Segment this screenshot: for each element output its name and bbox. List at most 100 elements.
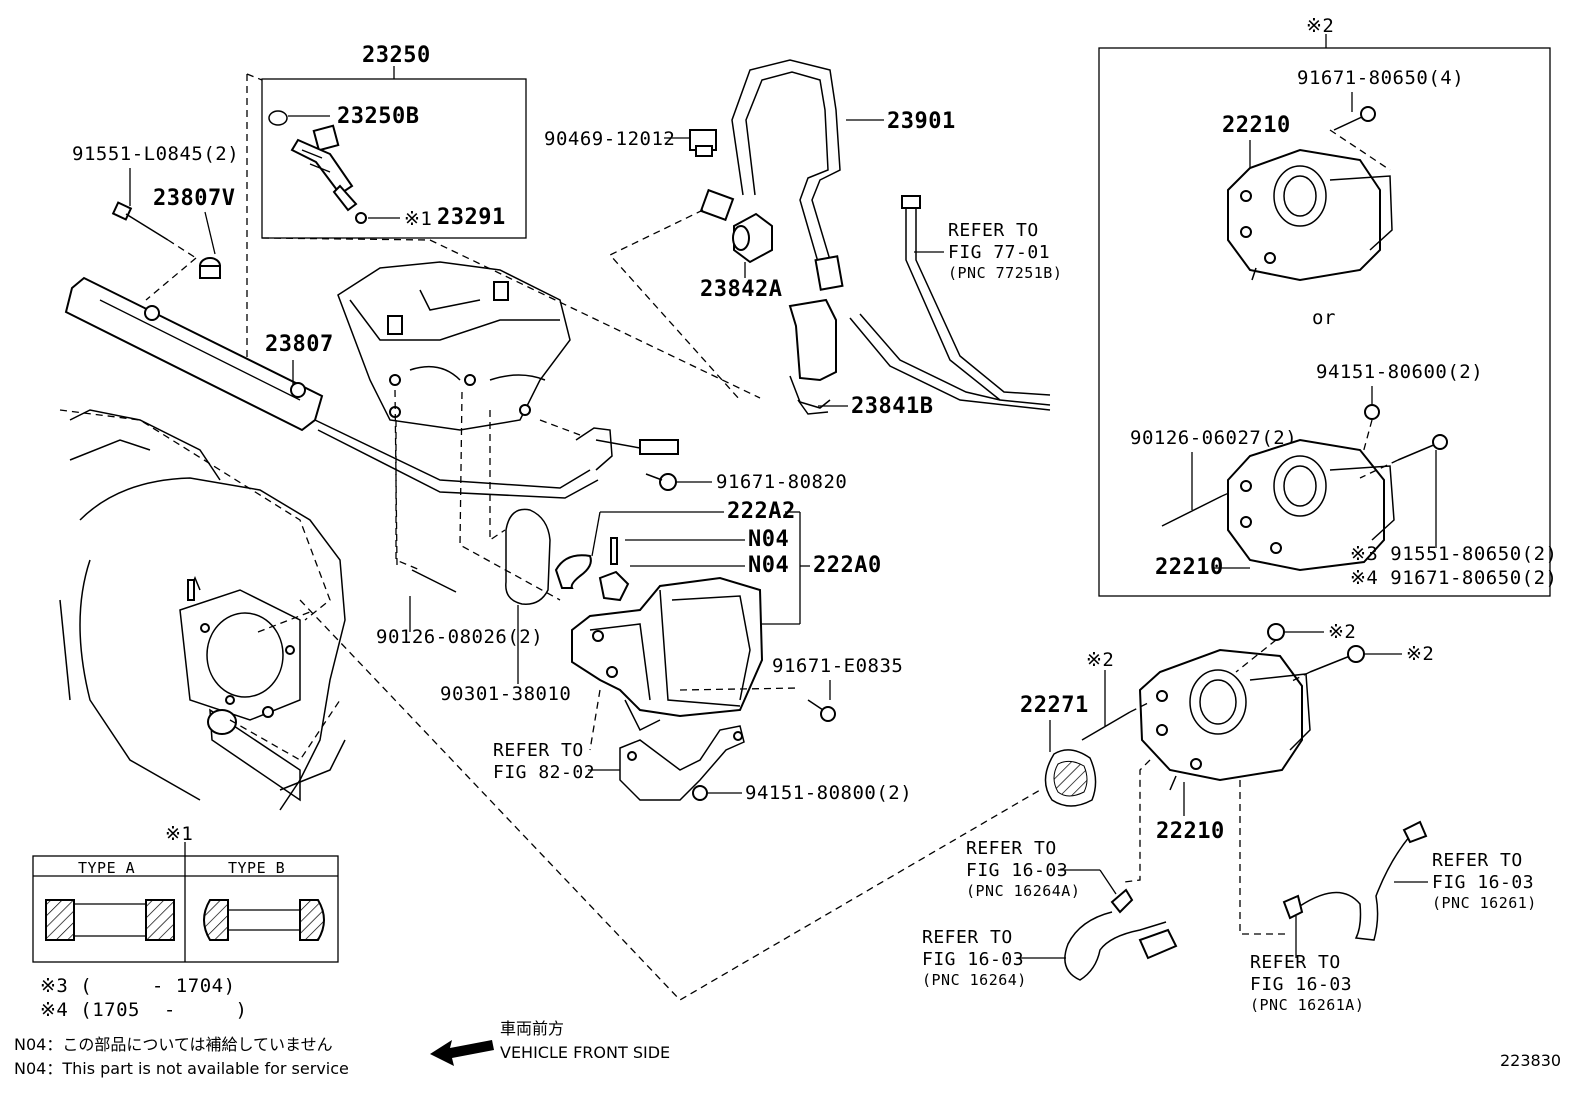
label-94151-80800[interactable]: 94151-80800(2) [745,782,912,804]
grommet-23807V-shape [199,257,221,279]
vacuum-pipes-shape [849,195,1051,411]
front-label-jp: 車両前方 [500,1019,564,1038]
refer-fig16-b[interactable]: REFER TO FIG 16-03 (PNC 16264) [922,927,1066,989]
clip-90469-shape [689,129,717,157]
type-table: ※1 TYPE A TYPE B ※3 ( - 1704) ※4 (1705 -… [32,823,339,1021]
svg-text:REFER TO: REFER TO [1432,850,1523,871]
nut-94151-80800-shape [692,785,708,801]
fuel-injector-shape [290,124,358,212]
label-23842A[interactable]: 23842A [700,277,782,302]
refer-fig82[interactable]: REFER TO FIG 82-02 [493,740,620,783]
label-mark2-nut: ※2 [1328,621,1356,643]
label-23250[interactable]: 23250 [362,43,431,68]
svg-text:FIG 82-02: FIG 82-02 [493,762,595,783]
sensor-parts-shape [554,537,630,602]
label-23807[interactable]: 23807 [265,332,334,357]
inset-22210-bottom-label[interactable]: 22210 [1155,555,1224,580]
svg-text:(PNC 16261): (PNC 16261) [1432,894,1537,912]
svg-text:FIG 16-03: FIG 16-03 [1250,974,1352,995]
bolt-91671-80820-shape [645,473,677,491]
svg-text:REFER TO: REFER TO [922,927,1013,948]
bolt-mark2-shape [1309,645,1365,673]
fuel-hose-23901-shape [699,59,844,291]
label-mark2-bolt: ※2 [1406,643,1434,665]
front-arrow-icon [430,1040,494,1066]
label-N04-b[interactable]: N04 [748,553,789,578]
inset-stud-shape [1161,495,1223,527]
svg-text:(PNC 16264A): (PNC 16264A) [966,882,1080,900]
label-23841B[interactable]: 23841B [851,394,933,419]
label-91671-E0835[interactable]: 91671-E0835 [772,655,903,677]
svg-text:(PNC 77251B): (PNC 77251B) [948,264,1062,282]
label-mark1-injector: ※1 [404,208,432,230]
type-a-header: TYPE A [78,859,135,877]
inset-22210-top-label[interactable]: 22210 [1222,113,1291,138]
svg-text:FIG 16-03: FIG 16-03 [1432,872,1534,893]
stud-mark2-shape [1081,711,1131,741]
stud-90126-08026-shape [411,569,457,593]
refer-fig77[interactable]: REFER TO FIG 77-01 (PNC 77251B) [914,220,1062,282]
label-90301-38010[interactable]: 90301-38010 [440,683,571,705]
label-90469-12012[interactable]: 90469-12012 [544,128,675,150]
inset-nut-shape [1364,404,1380,420]
throttle-body-right-shape [1138,648,1311,791]
injector-cap-shape [355,212,367,224]
inset-bolt3-label[interactable]: ※3 91551-80650(2) [1350,543,1557,565]
svg-text:FIG 16-03: FIG 16-03 [922,949,1024,970]
front-label-en: VEHICLE FRONT SIDE [500,1043,670,1062]
clamp-23842A-shape [732,212,773,264]
label-22210-main[interactable]: 22210 [1156,819,1225,844]
note-n04-jp: N04：この部品については補給していません [14,1035,333,1054]
label-222A2[interactable]: 222A2 [727,499,796,524]
label-mark1-table: ※1 [165,823,193,845]
label-23901[interactable]: 23901 [887,109,956,134]
label-222A0[interactable]: 222A0 [813,553,882,578]
hose-16264-shape [1064,888,1178,981]
svg-text:(PNC 16261A): (PNC 16261A) [1250,996,1364,1014]
o-ring-shape [268,110,288,126]
svg-text:(PNC 16264): (PNC 16264) [922,971,1027,989]
inset-or-label: or [1312,307,1336,329]
inset-throttle-top-shape [1227,148,1393,282]
note-mark3: ※3 ( - 1704) [40,975,236,997]
gasket-90301-shape [505,508,551,605]
hose-16261-shape [1282,820,1428,941]
svg-text:FIG 16-03: FIG 16-03 [966,860,1068,881]
figure-number: 223830 [1500,1051,1561,1070]
bracket-23841B-shape [788,298,837,415]
type-b-header: TYPE B [228,859,285,877]
fuel-rail-shape [64,276,679,499]
label-22271[interactable]: 22271 [1020,693,1089,718]
svg-text:FIG 77-01: FIG 77-01 [948,242,1050,263]
nut-mark2-shape [1267,623,1285,641]
bolt-91671-E0835-shape [807,699,836,722]
label-23291[interactable]: 23291 [437,205,506,230]
label-90126-08026[interactable]: 90126-08026(2) [376,626,543,648]
label-N04-a[interactable]: N04 [748,527,789,552]
label-91671-80820[interactable]: 91671-80820 [716,471,847,493]
svg-text:REFER TO: REFER TO [966,838,1057,859]
inset-bolt4-label[interactable]: ※4 91671-80650(2) [1350,567,1557,589]
label-23807V[interactable]: 23807V [153,186,235,211]
svg-text:REFER TO: REFER TO [948,220,1039,241]
inset-bolt-right-shape [1397,434,1448,461]
inset-nut-label[interactable]: 94151-80600(2) [1316,361,1483,383]
label-91551-L0845[interactable]: 91551-L0845(2) [72,143,239,165]
label-mark2-stud: ※2 [1086,649,1114,671]
refer-fig16-a[interactable]: REFER TO FIG 16-03 (PNC 16264A) [966,838,1117,900]
refer-fig16-c[interactable]: REFER TO FIG 16-03 (PNC 16261) [1394,850,1537,912]
inset-throttle-bottom-shape [1227,438,1395,572]
bracket-fig82-shape [619,725,745,801]
svg-text:REFER TO: REFER TO [1250,952,1341,973]
svg-text:REFER TO: REFER TO [493,740,584,761]
inset-mark2: ※2 [1306,15,1334,37]
intake-manifold-shape [337,261,571,431]
note-mark4: ※4 (1705 - ) [40,999,247,1021]
inset-bolt-top-label[interactable]: 91671-80650(4) [1297,67,1464,89]
label-23250B[interactable]: 23250B [337,104,419,129]
refer-fig16-d[interactable]: REFER TO FIG 16-03 (PNC 16261A) [1250,916,1364,1014]
note-n04-en: N04：This part is not available for servi… [14,1059,349,1078]
inset-stud-label[interactable]: 90126-06027(2) [1130,427,1297,449]
inset-bolt-top-shape [1333,106,1376,131]
